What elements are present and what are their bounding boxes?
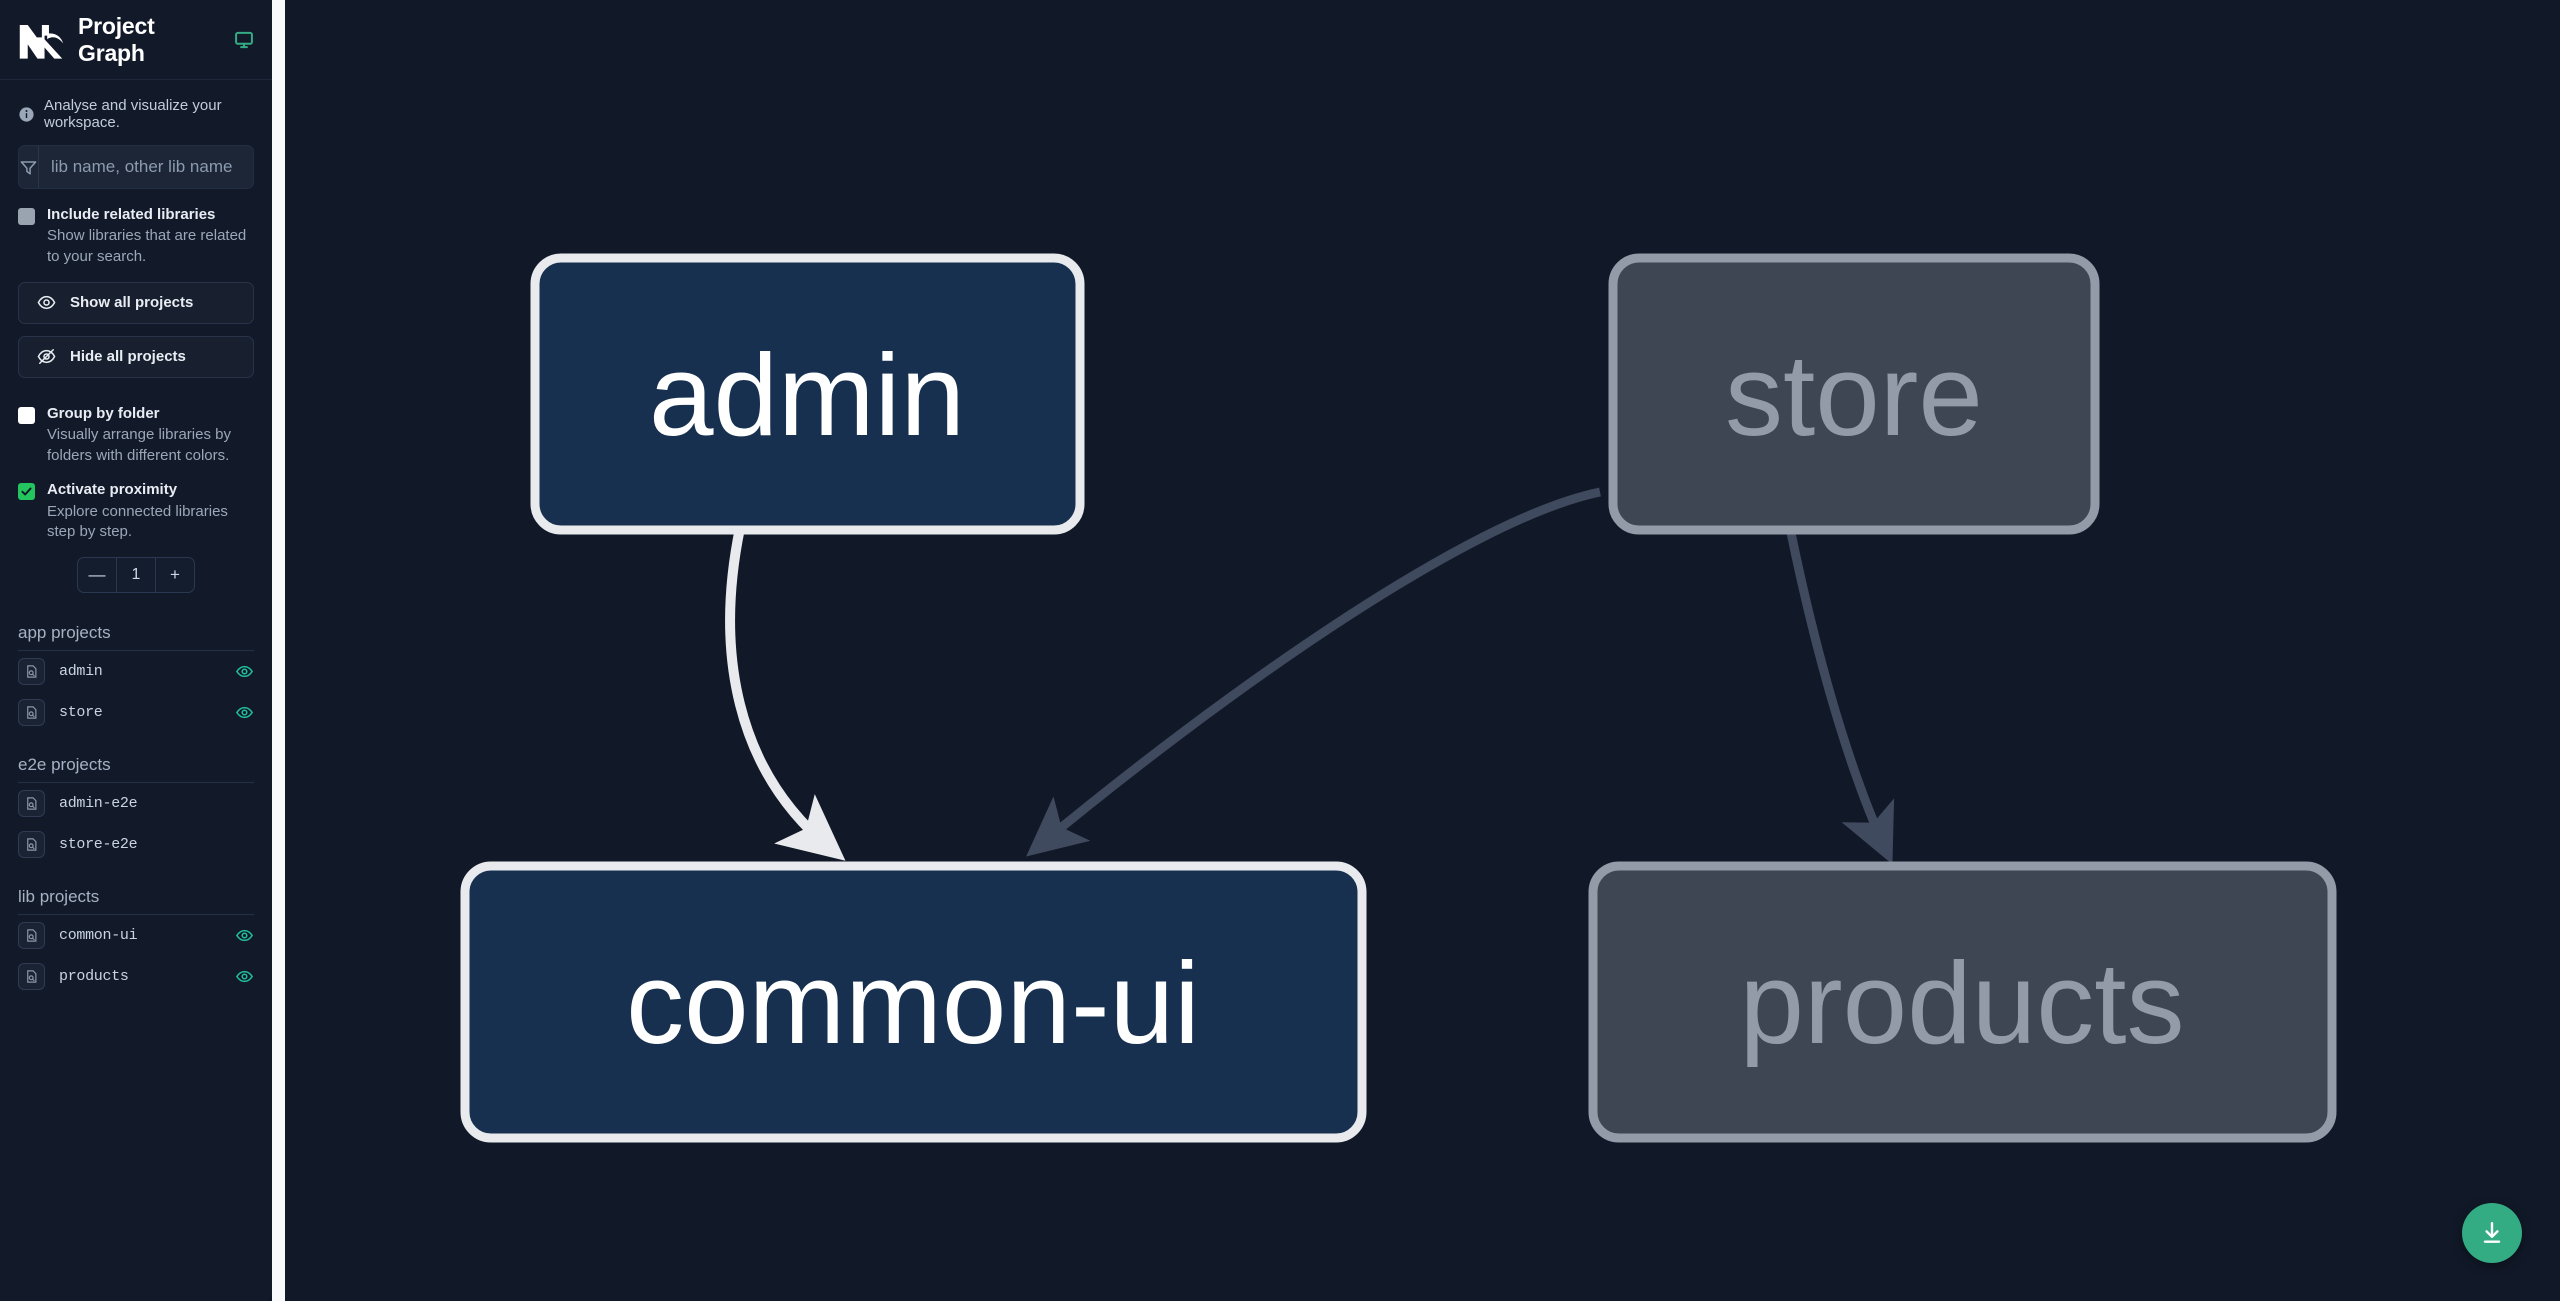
- project-visible-eye-icon[interactable]: [235, 703, 254, 722]
- activate-proximity-row[interactable]: Activate proximity Explore connected lib…: [0, 466, 272, 543]
- project-visible-eye-icon[interactable]: [235, 967, 254, 986]
- group-divider: [18, 913, 254, 915]
- sidebar-header: Project Graph: [0, 0, 272, 80]
- download-icon: [2483, 1222, 2501, 1243]
- edge-store-common-ui[interactable]: [1026, 487, 1601, 857]
- graph-node-admin-label: admin: [649, 330, 965, 460]
- hide-all-projects-button[interactable]: Hide all projects: [18, 335, 254, 378]
- proximity-decrement-button[interactable]: —: [88, 564, 106, 584]
- group-title-app-projects: app projects: [18, 622, 111, 642]
- filter-icon: [19, 146, 39, 188]
- download-image-button[interactable]: [2462, 1203, 2522, 1263]
- graph-node-common-ui[interactable]: common-ui: [460, 861, 1367, 1143]
- graph-canvas[interactable]: admin store common-ui products: [285, 0, 2560, 1301]
- eye-off-icon: [37, 349, 56, 365]
- project-name: store-e2e: [59, 835, 138, 853]
- graph-svg: admin store common-ui products: [460, 253, 2337, 1143]
- activate-proximity-checkbox[interactable]: [18, 483, 35, 501]
- project-name: admin: [59, 662, 103, 680]
- graph-node-store-label: store: [1725, 330, 1983, 460]
- include-related-libraries-row[interactable]: Include related libraries Show libraries…: [0, 189, 272, 268]
- hide-all-projects-label: Hide all projects: [70, 348, 186, 366]
- project-file-icon: [18, 962, 45, 990]
- graph-node-admin[interactable]: admin: [530, 253, 1085, 535]
- nx-logo-icon: [19, 24, 64, 59]
- search-input[interactable]: [39, 146, 253, 188]
- project-name: common-ui: [59, 926, 138, 944]
- proximity-value: 1: [116, 557, 155, 592]
- visibility-buttons: Show all projects Hide all projects: [0, 268, 272, 378]
- show-all-projects-button[interactable]: Show all projects: [18, 281, 254, 324]
- search-box[interactable]: [18, 145, 254, 189]
- show-all-projects-label: Show all projects: [70, 294, 194, 312]
- project-row-store[interactable]: store: [0, 692, 272, 733]
- eye-icon: [37, 296, 56, 310]
- graph-node-store[interactable]: store: [1608, 253, 2100, 535]
- activate-proximity-description: Explore connected libraries step by step…: [47, 502, 228, 541]
- project-file-icon: [18, 698, 45, 726]
- graph-node-products-label: products: [1740, 938, 2185, 1068]
- project-list[interactable]: app projects admin: [0, 593, 272, 1301]
- project-name: admin-e2e: [59, 794, 138, 812]
- project-name: products: [59, 967, 129, 985]
- project-row-store-e2e[interactable]: store-e2e: [0, 824, 272, 865]
- graph-node-common-ui-label: common-ui: [626, 938, 1200, 1068]
- info-icon: [19, 106, 34, 122]
- monitor-icon[interactable]: [234, 29, 254, 51]
- edge-admin-common-ui[interactable]: [725, 526, 846, 861]
- edge-store-products[interactable]: [1785, 527, 1895, 865]
- project-file-icon: [18, 830, 45, 858]
- sidebar-resize-divider[interactable]: [272, 0, 285, 1301]
- project-file-icon: [18, 921, 45, 949]
- group-by-folder-label: Group by folder: [47, 404, 160, 422]
- group-by-folder-description: Visually arrange libraries by folders wi…: [47, 425, 231, 464]
- project-file-icon: [18, 789, 45, 817]
- group-by-folder-checkbox[interactable]: [18, 406, 35, 424]
- include-related-libraries-description: Show libraries that are related to your …: [47, 227, 247, 265]
- project-visible-eye-icon[interactable]: [235, 662, 254, 681]
- group-title-lib-projects: lib projects: [18, 886, 100, 906]
- group-divider: [18, 781, 254, 783]
- check-icon: [21, 487, 32, 496]
- page-title: Project Graph: [78, 12, 155, 66]
- group-by-folder-row[interactable]: Group by folder Visually arrange librari…: [0, 378, 272, 467]
- project-row-admin-e2e[interactable]: admin-e2e: [0, 783, 272, 824]
- group-divider: [18, 649, 254, 651]
- project-row-products[interactable]: products: [0, 956, 272, 997]
- project-file-icon: [18, 657, 45, 685]
- graph-node-products[interactable]: products: [1588, 861, 2337, 1143]
- sidebar: Project Graph Analyse and visualize your…: [0, 0, 272, 1301]
- include-related-libraries-checkbox[interactable]: [18, 208, 35, 225]
- sidebar-tagline: Analyse and visualize your workspace.: [0, 80, 272, 145]
- project-visible-eye-icon[interactable]: [235, 926, 254, 945]
- activate-proximity-label: Activate proximity: [47, 481, 178, 499]
- project-row-common-ui[interactable]: common-ui: [0, 915, 272, 956]
- proximity-increment-button[interactable]: +: [155, 557, 194, 592]
- project-row-admin[interactable]: admin: [0, 651, 272, 692]
- group-title-e2e-projects: e2e projects: [18, 754, 111, 774]
- sidebar-tagline-text: Analyse and visualize your workspace.: [44, 97, 222, 131]
- project-name: store: [59, 703, 103, 721]
- search-container: [0, 145, 272, 189]
- include-related-libraries-label: Include related libraries: [47, 206, 216, 223]
- proximity-stepper: — 1 +: [77, 556, 195, 593]
